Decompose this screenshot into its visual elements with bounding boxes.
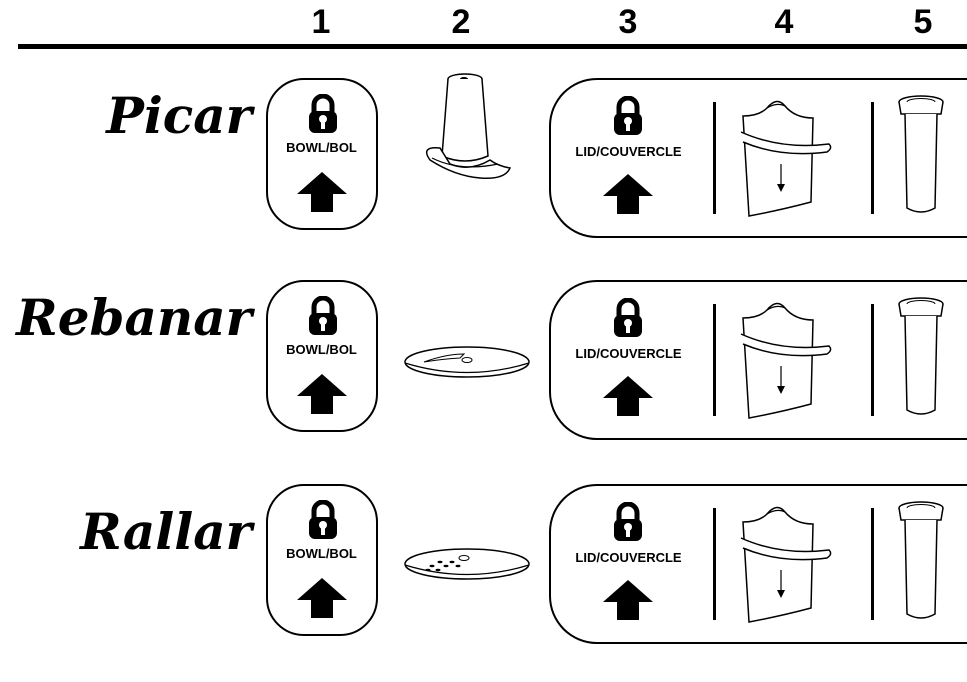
step-divider xyxy=(713,102,716,214)
feed-chute-icon xyxy=(740,100,832,217)
row-label-rebanar: Rebanar xyxy=(16,288,252,347)
padlock-icon xyxy=(309,500,337,539)
bowl-label: BOWL/BOL xyxy=(286,546,357,561)
lid-label: LID/COUVERCLE xyxy=(575,346,682,361)
step-divider xyxy=(713,304,716,416)
padlock-icon xyxy=(614,298,642,337)
shredding-disc-icon xyxy=(404,548,530,580)
row-rebanar: Rebanar BOWL/BOL LID/COUVERCLE xyxy=(0,280,967,445)
row-picar: Picar BOWL/BOL LID/COUVERCLE xyxy=(0,73,967,243)
lid-step-box: LID/COUVERCLE xyxy=(549,280,967,440)
padlock-icon xyxy=(309,296,337,335)
column-4-number: 4 xyxy=(774,3,794,41)
header-rule xyxy=(18,44,967,49)
up-arrow-icon xyxy=(297,172,347,212)
lid-step-box: LID/COUVERCLE xyxy=(549,484,967,644)
bowl-step-box: BOWL/BOL xyxy=(266,484,378,636)
food-pusher-icon xyxy=(898,501,944,619)
up-arrow-icon xyxy=(603,376,653,416)
lid-label: LID/COUVERCLE xyxy=(575,144,682,159)
feed-chute-icon xyxy=(740,302,832,419)
up-arrow-icon xyxy=(603,580,653,620)
step-divider xyxy=(871,102,874,214)
lid-step-box: LID/COUVERCLE xyxy=(549,78,967,238)
food-pusher-icon xyxy=(898,297,944,415)
feed-chute-icon xyxy=(740,506,832,623)
column-5-number: 5 xyxy=(913,3,933,41)
step-divider xyxy=(871,508,874,620)
bowl-label: BOWL/BOL xyxy=(286,140,357,155)
row-label-rallar: Rallar xyxy=(80,502,252,561)
padlock-icon xyxy=(309,94,337,133)
step-divider xyxy=(871,304,874,416)
slicing-disc-icon xyxy=(404,346,530,378)
column-1-number: 1 xyxy=(311,3,331,41)
bowl-step-box: BOWL/BOL xyxy=(266,78,378,230)
chopping-blade-icon xyxy=(425,73,512,180)
up-arrow-icon xyxy=(603,174,653,214)
bowl-label: BOWL/BOL xyxy=(286,342,357,357)
column-3-number: 3 xyxy=(618,3,638,41)
column-2-number: 2 xyxy=(451,3,471,41)
row-label-picar: Picar xyxy=(106,86,252,145)
padlock-icon xyxy=(614,502,642,541)
up-arrow-icon xyxy=(297,374,347,414)
step-divider xyxy=(713,508,716,620)
up-arrow-icon xyxy=(297,578,347,618)
lid-label: LID/COUVERCLE xyxy=(575,550,682,565)
food-pusher-icon xyxy=(898,95,944,213)
row-rallar: Rallar BOWL/BOL LID/COUVERCLE xyxy=(0,484,967,649)
padlock-icon xyxy=(614,96,642,135)
bowl-step-box: BOWL/BOL xyxy=(266,280,378,432)
